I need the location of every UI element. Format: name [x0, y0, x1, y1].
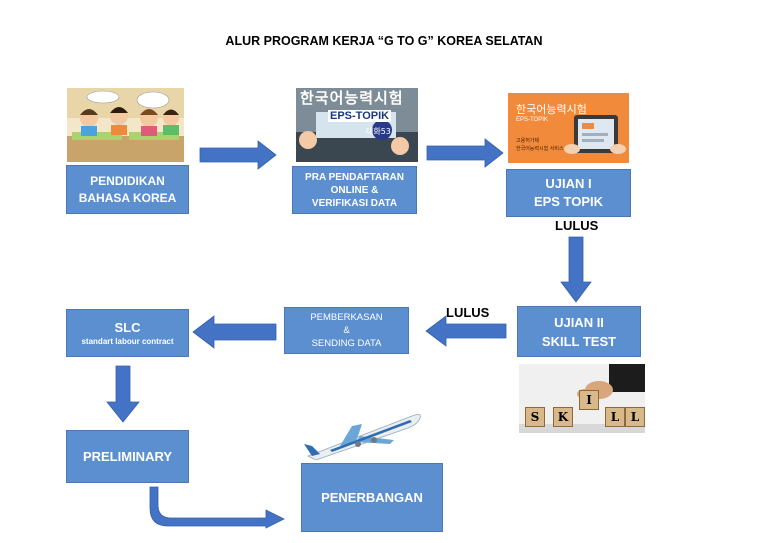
skill-block-s: S — [525, 407, 545, 427]
box-pemberkasan-line3: SENDING DATA — [311, 338, 382, 349]
topik-image-korean-title: 한국어능력시험 — [516, 103, 587, 116]
airplane-illustration — [300, 402, 422, 461]
box-ujian2-line2: SKILL TEST — [541, 333, 617, 349]
box-slc: SLC standart labour contract — [66, 309, 189, 357]
arrow-slc-to-preliminary — [106, 365, 140, 423]
box-preliminary-line1: PRELIMINARY — [82, 449, 173, 464]
topik-tablet-image: 한국어능력시험 EPS-TOPIK 고용허가제 한국어능력시험 서비스 — [508, 93, 629, 163]
box-ujian2-line1: UJIAN II — [554, 314, 604, 330]
box-ujian1-line2: EPS TOPIK — [533, 194, 604, 209]
box-pra-line2: ONLINE & — [330, 184, 379, 196]
arrow-pendidikan-to-pra — [199, 140, 277, 170]
eps-topik-image: 한국어능력시험 EPS-TOPIK 대화53 — [296, 88, 418, 162]
box-penerbangan-line1: PENERBANGAN — [321, 490, 423, 505]
skill-block-l1: L — [605, 407, 625, 427]
box-preliminary: PRELIMINARY — [66, 430, 189, 483]
eps-image-brand-text: EPS-TOPIK — [328, 110, 392, 122]
page-title: ALUR PROGRAM KERJA “G TO G” KOREA SELATA… — [225, 34, 543, 48]
arrow-ujian2-to-pemberkasan — [425, 315, 507, 347]
box-pemberkasan-line2: & — [343, 325, 350, 336]
arrow-ujian1-to-ujian2 — [560, 236, 592, 303]
topik-image-brand: EPS-TOPIK — [516, 117, 548, 123]
topik-image-sub1: 고용허가제 — [516, 138, 540, 144]
label-lulus-ujian2: LULUS — [446, 305, 490, 320]
box-penerbangan: PENERBANGAN — [301, 463, 443, 532]
box-pra-line3: VERIFIKASI DATA — [311, 197, 398, 209]
skill-block-k: K — [553, 407, 573, 427]
box-pendidikan-line1: PENDIDIKAN — [90, 173, 165, 188]
skill-block-i: I — [579, 390, 599, 410]
arrow-preliminary-to-penerbangan — [149, 486, 285, 529]
arrow-pemberkasan-to-slc — [192, 315, 277, 349]
box-pra-line1: PRA PENDAFTARAN — [305, 171, 404, 183]
topik-image-sub2: 한국어능력시험 서비스 — [516, 146, 564, 152]
box-slc-line2: standart labour contract — [81, 336, 174, 346]
arrow-pra-to-ujian1 — [426, 138, 504, 168]
skill-block-l2: L — [625, 407, 645, 427]
box-ujian-i-eps-topik: UJIAN I EPS TOPIK — [506, 169, 631, 217]
eps-image-korean-text: 한국어능력시험 — [300, 89, 404, 107]
box-ujian1-line1: UJIAN I — [545, 176, 592, 191]
skill-blocks-image: S K I L L — [519, 364, 645, 433]
box-ujian-ii-skill-test: UJIAN II SKILL TEST — [517, 306, 641, 357]
box-pendidikan-bahasa-korea: PENDIDIKAN BAHASA KOREA — [66, 165, 189, 214]
box-pemberkasan: PEMBERKASAN & SENDING DATA — [284, 307, 409, 354]
label-lulus-ujian1: LULUS — [555, 218, 599, 233]
box-pendidikan-line2: BAHASA KOREA — [78, 190, 177, 205]
box-pemberkasan-line1: PEMBERKASAN — [310, 312, 383, 323]
eps-image-badge-text: 대화53 — [366, 127, 391, 136]
box-pra-pendaftaran: PRA PENDAFTARAN ONLINE & VERIFIKASI DATA — [292, 166, 417, 214]
classroom-illustration — [67, 88, 184, 162]
box-slc-line1: SLC — [114, 319, 141, 335]
